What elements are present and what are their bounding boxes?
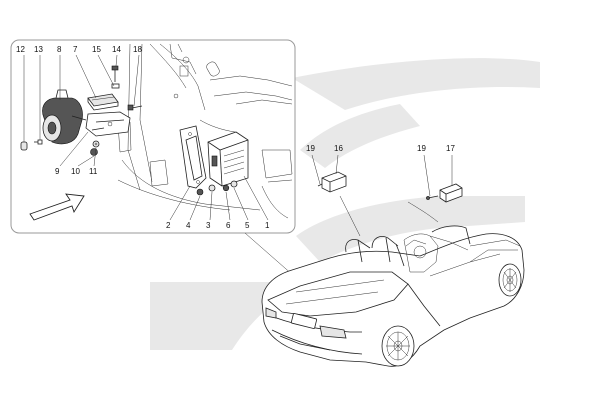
inset-callouts: 12 13 8 7 15 14 18 9 10 11 2 4 3 6 5 1 xyxy=(16,45,270,230)
callout-13: 13 xyxy=(34,45,43,54)
callout-1: 1 xyxy=(265,221,270,230)
part-8-actuator xyxy=(42,89,87,145)
callout-17: 17 xyxy=(446,144,455,153)
callout-14: 14 xyxy=(112,45,121,54)
callout-15: 15 xyxy=(92,45,101,54)
callout-3: 3 xyxy=(206,221,211,230)
callout-5: 5 xyxy=(245,221,250,230)
part-4-washer xyxy=(196,188,204,196)
callout-10: 10 xyxy=(71,167,80,176)
module-right: 19 17 xyxy=(407,144,463,223)
callout-9: 9 xyxy=(55,167,60,176)
callout-2: 2 xyxy=(166,221,171,230)
part-18-bolt xyxy=(127,104,143,111)
callout-19-left: 19 xyxy=(306,144,315,153)
car-illustration xyxy=(261,225,525,367)
part-2-plate xyxy=(179,125,207,189)
callout-8: 8 xyxy=(57,45,62,54)
callout-7: 7 xyxy=(73,45,78,54)
part-3-nut xyxy=(208,184,216,192)
part-11-nut xyxy=(92,140,100,148)
callout-19-right: 19 xyxy=(417,144,426,153)
callout-4: 4 xyxy=(186,221,191,230)
callout-6: 6 xyxy=(226,221,231,230)
part-15-spacer xyxy=(111,83,120,89)
module-left: 19 16 xyxy=(306,144,361,237)
part-14-bolt xyxy=(111,65,119,82)
part-6-washer xyxy=(222,184,230,192)
hollow-arrow-icon xyxy=(29,193,85,221)
callout-12: 12 xyxy=(16,45,25,54)
callout-18: 18 xyxy=(133,45,142,54)
callout-11: 11 xyxy=(89,167,98,176)
part-9-bracket xyxy=(85,111,131,137)
part-1-control-unit xyxy=(207,131,249,187)
part-12-plug xyxy=(20,141,28,151)
callout-16: 16 xyxy=(334,144,343,153)
part-10-nut xyxy=(90,148,98,156)
part-5-nut xyxy=(230,180,238,188)
